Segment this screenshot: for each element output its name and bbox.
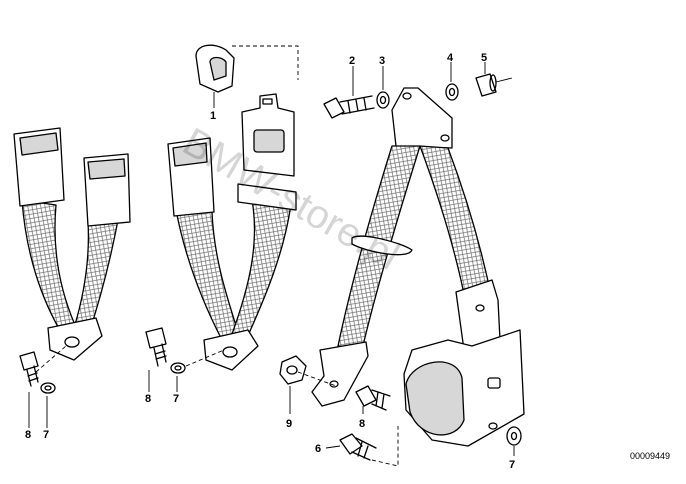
washer-4 bbox=[445, 83, 459, 101]
part-label-5: 5 bbox=[481, 52, 487, 64]
left-buckle-button-b bbox=[87, 158, 126, 180]
part-label-1: 1 bbox=[210, 110, 216, 122]
left-buckle-pair bbox=[13, 127, 131, 428]
left-anchor-plate bbox=[47, 317, 103, 361]
bolt-2 bbox=[323, 97, 345, 119]
strap-guide-ring bbox=[351, 235, 413, 256]
spacer-5 bbox=[475, 73, 497, 97]
bottom-hardware bbox=[279, 355, 522, 467]
middle-bolt bbox=[145, 327, 167, 367]
middle-buckle-assembly bbox=[145, 93, 297, 392]
retractor-strap-b bbox=[419, 145, 493, 305]
part-label-7-left: 7 bbox=[43, 429, 49, 441]
belt-tongue-slot bbox=[253, 129, 285, 153]
middle-washer bbox=[170, 362, 186, 374]
bolt-8-right bbox=[355, 385, 377, 407]
part-label-8-right: 8 bbox=[359, 418, 365, 430]
retractor-cover bbox=[405, 361, 465, 436]
part-labels: 1 2 3 4 5 6 7 7 7 8 8 8 9 bbox=[25, 52, 515, 471]
part-label-8-mid: 8 bbox=[145, 393, 151, 405]
washer-3 bbox=[376, 91, 390, 109]
lower-anchor-plate bbox=[311, 341, 369, 407]
middle-buckle-strap bbox=[175, 209, 239, 341]
upper-anchor-bracket bbox=[391, 87, 453, 149]
left-anchor-hole bbox=[64, 336, 80, 348]
bolt-6 bbox=[339, 433, 363, 455]
left-bolt bbox=[19, 351, 39, 387]
part-label-7-mid: 7 bbox=[173, 393, 179, 405]
part-label-3: 3 bbox=[379, 55, 385, 67]
left-washer bbox=[40, 382, 56, 394]
washer-7-right bbox=[506, 426, 522, 446]
drawing-number: 00009449 bbox=[630, 451, 670, 461]
left-buckle-strap-a bbox=[21, 199, 76, 335]
top-hardware bbox=[323, 62, 513, 119]
part-label-4: 4 bbox=[447, 52, 454, 64]
part-label-9: 9 bbox=[286, 418, 292, 430]
middle-anchor-plate bbox=[203, 329, 259, 371]
retractor-mount-bracket bbox=[455, 279, 501, 351]
nut-9 bbox=[279, 355, 307, 385]
retractor-assembly bbox=[311, 87, 525, 447]
left-buckle-button-a bbox=[19, 132, 59, 156]
belt-guide-clip bbox=[195, 44, 299, 108]
middle-buckle-button bbox=[172, 142, 208, 167]
part-label-7-right: 7 bbox=[509, 459, 515, 471]
part-label-2: 2 bbox=[349, 55, 355, 67]
tongue-slider bbox=[237, 183, 297, 211]
part-label-6: 6 bbox=[315, 443, 321, 455]
part-label-8-left: 8 bbox=[25, 429, 31, 441]
